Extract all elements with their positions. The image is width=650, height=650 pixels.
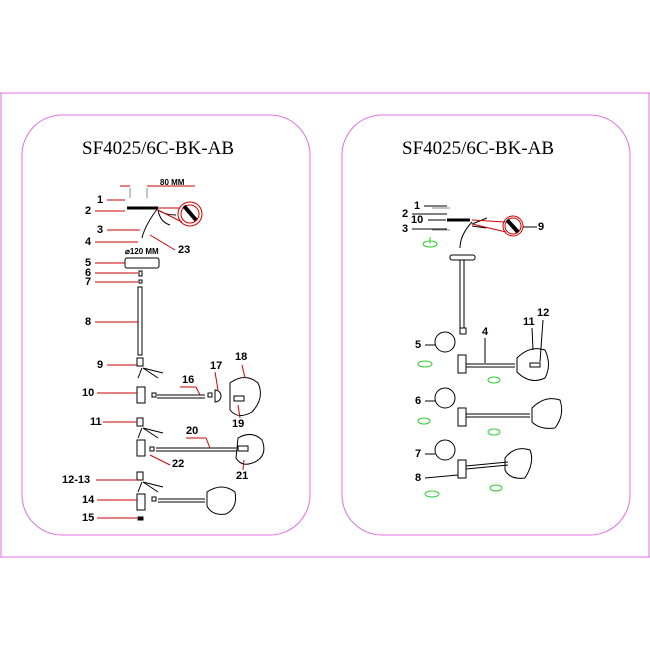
part-label: 15 bbox=[82, 512, 95, 524]
part-label: 22 bbox=[172, 458, 185, 470]
left-parts bbox=[120, 185, 265, 521]
part-label: 10 bbox=[82, 387, 95, 399]
right-model-title: SF4025/6C-BK-AB bbox=[402, 138, 555, 159]
part-label: 11 bbox=[523, 316, 535, 328]
part-label: 5 bbox=[415, 339, 422, 351]
part-label: 7 bbox=[415, 448, 422, 460]
part-label: 4 bbox=[85, 236, 92, 248]
dim-width: 80 MM bbox=[160, 178, 185, 187]
part-label: 2 bbox=[85, 205, 92, 217]
part-label: 16 bbox=[182, 374, 195, 386]
part-label: 21 bbox=[236, 470, 249, 482]
part-label: 18 bbox=[235, 351, 248, 363]
part-label: 11 bbox=[90, 416, 102, 428]
part-label: 17 bbox=[210, 360, 223, 372]
green-arrow-icons bbox=[417, 237, 503, 498]
left-leaders bbox=[95, 199, 246, 519]
part-label: 9 bbox=[538, 221, 545, 233]
dim-canopy: ⌀120 MM bbox=[125, 247, 159, 256]
part-label: 3 bbox=[402, 223, 409, 235]
part-label: 5 bbox=[85, 257, 92, 269]
part-label: 8 bbox=[415, 472, 422, 484]
part-label: 10 bbox=[411, 214, 424, 226]
part-label: 14 bbox=[82, 494, 95, 506]
left-model-title: SF4025/6C-BK-AB bbox=[82, 138, 235, 159]
part-label: 1 bbox=[97, 194, 104, 206]
part-label: 3 bbox=[97, 224, 104, 236]
right-panel-border bbox=[341, 114, 631, 536]
part-label: 9 bbox=[97, 359, 104, 371]
part-label: 12 bbox=[537, 307, 550, 319]
part-label: 1 bbox=[414, 200, 421, 212]
part-label: 2 bbox=[402, 208, 409, 220]
part-label: 6 bbox=[415, 395, 422, 407]
part-label: 8 bbox=[85, 316, 92, 328]
left-panel-border bbox=[21, 114, 311, 536]
part-label: 19 bbox=[232, 418, 245, 430]
part-label: 12-13 bbox=[62, 474, 91, 486]
part-label: 20 bbox=[186, 425, 199, 437]
right-leaders bbox=[412, 205, 544, 479]
right-parts bbox=[432, 207, 563, 479]
part-label: 6 bbox=[85, 267, 92, 279]
part-label: 7 bbox=[85, 276, 92, 288]
part-label: 23 bbox=[178, 244, 191, 256]
part-label: 4 bbox=[482, 326, 489, 338]
